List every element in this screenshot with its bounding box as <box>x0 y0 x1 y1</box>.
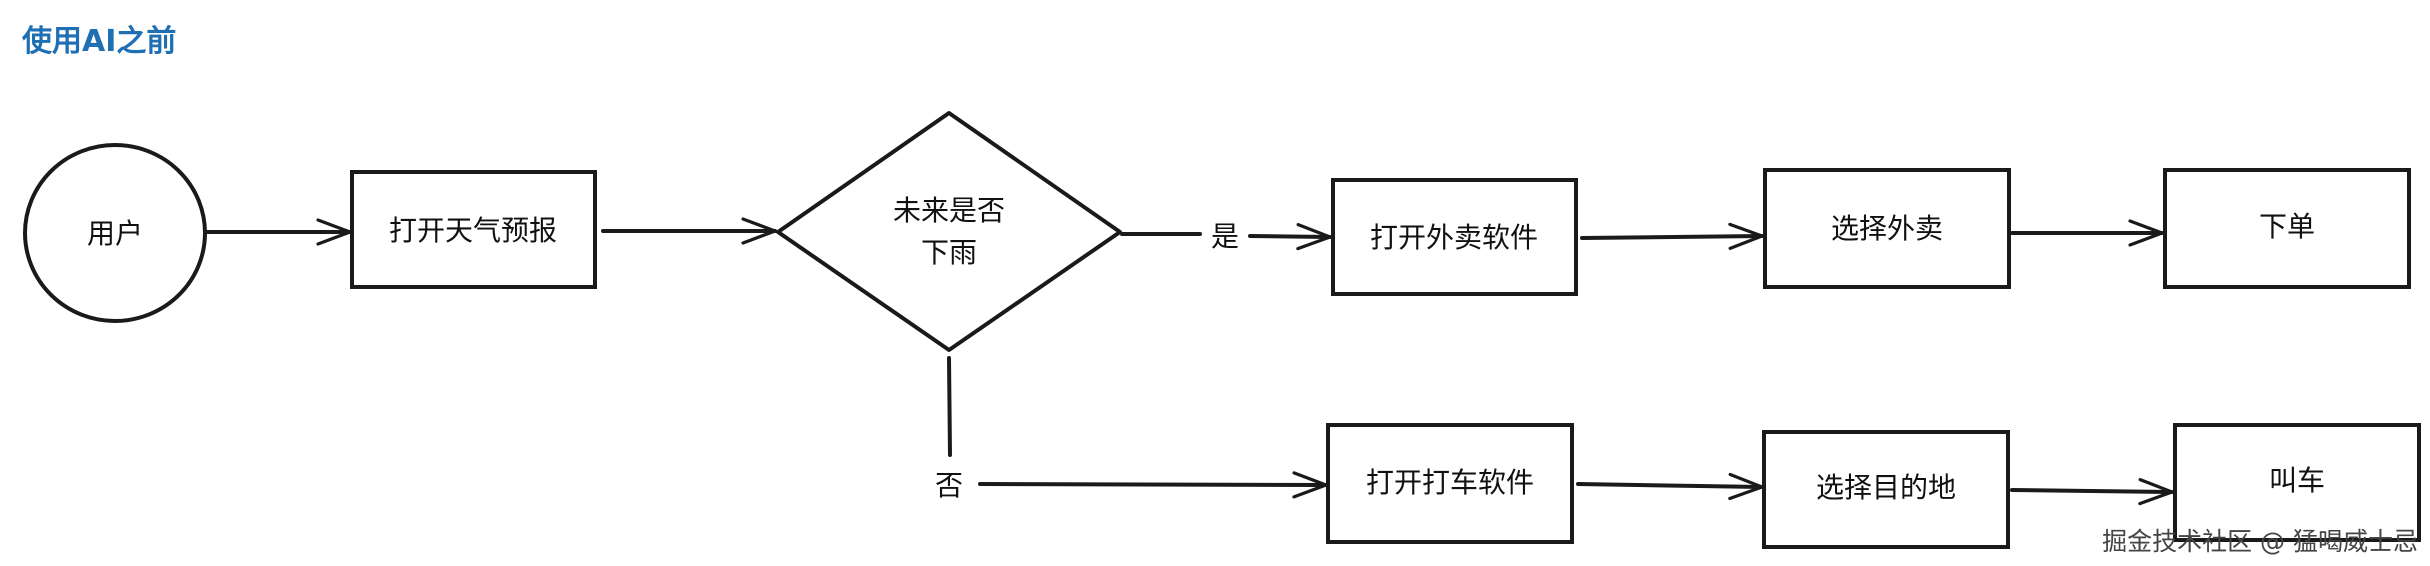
node-user-label: 用户 <box>87 217 143 250</box>
node-weather: 打开天气预报 <box>350 170 597 289</box>
order-box <box>2163 168 2411 289</box>
decision-label-line1: 未来是否 <box>893 194 1005 227</box>
node-ride-app-label: 打开打车软件 <box>1366 466 1534 499</box>
node-takeout-app-label: 打开外卖软件 <box>1370 221 1538 254</box>
node-call-car: 叫车 <box>2173 423 2421 542</box>
node-choose-destination-label: 选择目的地 <box>1816 471 1956 504</box>
node-user: 用户 <box>23 143 207 323</box>
node-weather-label: 打开天气预报 <box>389 214 557 247</box>
choose-takeout-box <box>1763 168 2011 289</box>
node-order-label: 下单 <box>2259 210 2315 243</box>
call-car-box <box>2173 423 2421 542</box>
weather-box <box>350 170 597 289</box>
arrow-decision-no <box>947 356 1326 485</box>
arrow-decision-yes <box>1120 234 1330 237</box>
decision-label-line2: 下雨 <box>921 236 977 269</box>
arrow-takeout-to-choose <box>1580 222 1764 250</box>
node-call-car-label: 叫车 <box>2269 464 2325 497</box>
decision-diamond <box>776 111 1122 352</box>
diagram-title: 使用AI之前 <box>22 24 177 59</box>
choose-destination-box <box>1762 430 2010 549</box>
node-order: 下单 <box>2163 168 2411 289</box>
arrow-ride-to-destination <box>1576 472 1764 501</box>
edge-label-yes: 是 <box>1211 220 1239 253</box>
edge-label-no: 否 <box>935 469 963 502</box>
arrow-destination-to-callcar <box>2010 478 2174 506</box>
node-choose-takeout: 选择外卖 <box>1763 168 2011 289</box>
node-decision: 未来是否 下雨 <box>776 111 1122 352</box>
node-ride-app: 打开打车软件 <box>1326 423 1574 544</box>
watermark: 掘金技术社区 @ 猛喝威士忌 <box>2102 527 2418 556</box>
node-takeout-app: 打开外卖软件 <box>1331 178 1578 296</box>
node-choose-destination: 选择目的地 <box>1762 430 2010 549</box>
node-choose-takeout-label: 选择外卖 <box>1831 212 1943 245</box>
